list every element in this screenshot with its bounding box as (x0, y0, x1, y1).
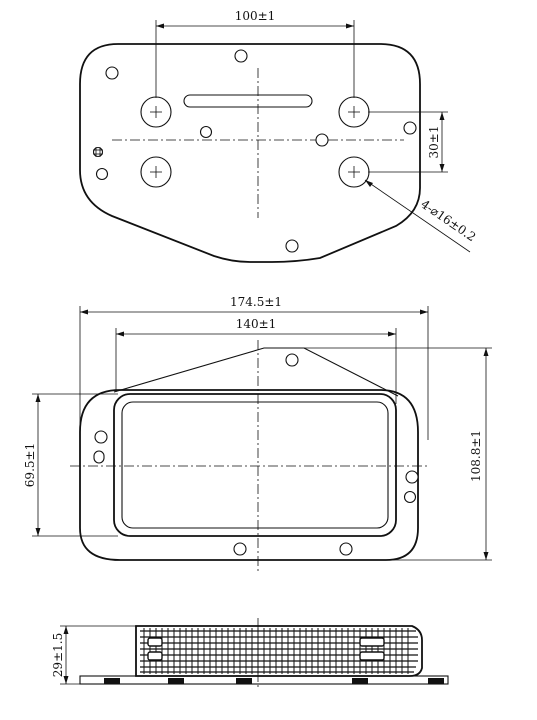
dim-100: 100±1 (155, 9, 355, 98)
front-hole (403, 490, 417, 504)
front-hole (339, 542, 353, 556)
top-small-hole (199, 125, 213, 139)
top-small-hole (95, 167, 109, 181)
front-gasket-outer (113, 393, 397, 537)
dim-100-label: 100±1 (235, 9, 276, 23)
front-hole (405, 470, 419, 484)
front-slot-hole (93, 450, 105, 464)
dim-30: 30±1 (368, 111, 448, 173)
dim-140-label: 140±1 (236, 317, 277, 331)
top-small-hole (105, 66, 119, 80)
side-view: 29±1.5 (51, 618, 449, 690)
dim-holes-leader: 4-⌀16±0.2 (364, 179, 478, 253)
dim-140: 140±1 (115, 317, 397, 404)
top-small-hole (234, 49, 248, 63)
top-small-hole (315, 133, 329, 147)
side-stack-outline (135, 625, 423, 677)
front-view: 174.5±1 140±1 69.5±1 108.8±1 (23, 295, 492, 572)
top-small-hole (403, 121, 417, 135)
front-hole (285, 353, 299, 367)
top-view: 100±1 30±1 4-⌀16±0.2 (79, 9, 478, 263)
dim-174-5-label: 174.5±1 (230, 295, 282, 309)
front-hole (233, 542, 247, 556)
dim-69-5: 69.5±1 (23, 393, 118, 537)
front-flange-outline (113, 347, 399, 397)
top-small-hole (285, 239, 299, 253)
dim-29: 29±1.5 (51, 625, 140, 685)
dim-174-5: 174.5±1 (79, 295, 429, 440)
front-hole (94, 430, 108, 444)
top-plate-outline (79, 43, 421, 263)
dim-108-8: 108.8±1 (300, 347, 492, 561)
side-hatching (143, 628, 409, 674)
side-base-plate (79, 675, 449, 685)
front-body-outline (79, 389, 419, 561)
dim-108-8-label: 108.8±1 (469, 430, 483, 482)
dim-30-label: 30±1 (427, 126, 441, 159)
top-grid-symbol (92, 146, 104, 158)
dim-69-5-label: 69.5±1 (23, 443, 37, 487)
top-slot (183, 94, 313, 108)
front-gasket-inner (121, 401, 389, 529)
dim-29-label: 29±1.5 (51, 633, 65, 677)
side-tube-ends (147, 637, 385, 661)
